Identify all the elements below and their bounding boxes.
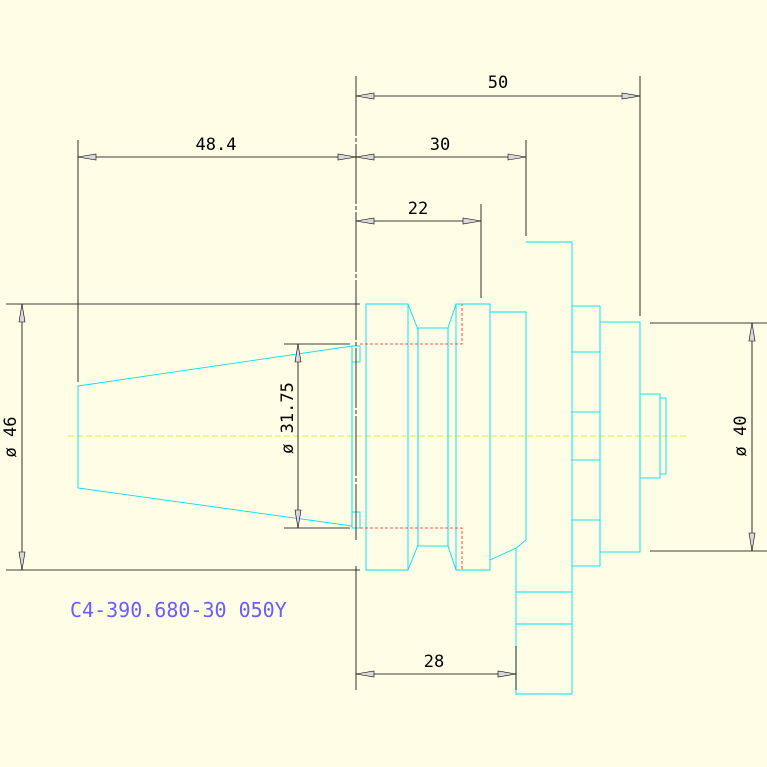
dim-flange-length: 30	[355, 135, 527, 161]
dim-label-overall: 50	[488, 73, 508, 93]
dim-body-length: 22	[355, 199, 482, 225]
front-face	[599, 321, 641, 553]
dim-taper-length: 48.4	[77, 135, 357, 161]
dim-label-dia-46: ø 46	[1, 417, 21, 458]
dim-overall-length: 50	[355, 73, 641, 100]
flange	[515, 241, 573, 695]
bolt-head-top	[571, 305, 601, 353]
extension-lines	[6, 76, 767, 690]
dim-label-body: 22	[408, 199, 428, 219]
neck	[489, 311, 527, 561]
second-collar	[447, 303, 491, 571]
part-number: C4-390.680-30 050Y	[70, 598, 287, 622]
dim-label-taper: 48.4	[196, 135, 237, 155]
dim-label-ring: 28	[424, 652, 444, 672]
groove	[417, 327, 449, 547]
dim-label-dia-40: ø 40	[731, 416, 751, 457]
tool-holder-outline	[77, 241, 667, 695]
dim-label-dia-31-75: ø 31.75	[278, 382, 298, 454]
dim-ring-length: 28	[355, 652, 517, 678]
dim-label-flange: 30	[430, 135, 450, 155]
dim-diameter-31-75: ø 31.75	[278, 343, 302, 529]
dim-diameter-46: ø 46	[1, 303, 26, 571]
bolt-head-bottom	[571, 519, 601, 567]
hidden-lines	[360, 304, 463, 570]
dim-diameter-40: ø 40	[731, 322, 756, 552]
